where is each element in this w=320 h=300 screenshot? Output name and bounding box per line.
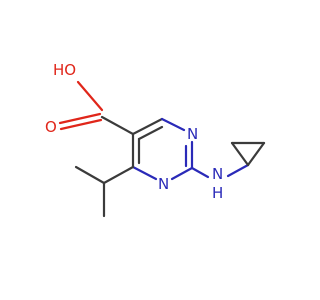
bond-nh-cyclopropyl <box>226 163 250 178</box>
bond-c2-n3 <box>170 166 194 181</box>
chemical-structure: HO O N N N H <box>45 61 266 218</box>
carbonyl-oxygen-label: O <box>45 118 57 136</box>
bond-c2-nh <box>190 166 210 179</box>
bond-n3-c4 <box>131 165 158 181</box>
bond-ring-isopropyl <box>102 165 135 185</box>
bond-c-o-double-a <box>58 112 102 125</box>
bond-cyclopropyl-2 <box>230 141 250 167</box>
bond-c-o-double-b <box>59 118 103 131</box>
amine-hydrogen-label: H <box>212 184 223 202</box>
amine-nitrogen-label: N <box>212 165 223 183</box>
bond-c5-c6 <box>131 117 164 136</box>
bond-c5-c6-inner <box>137 125 164 141</box>
ring-nitrogen-upper-label: N <box>187 125 198 143</box>
hydroxyl-label: HO <box>53 61 76 79</box>
bond-c6-n1 <box>160 117 186 132</box>
bond-acid-ring <box>100 115 135 136</box>
bond-cyclopropyl-1 <box>246 141 266 167</box>
bond-c-oh <box>76 80 104 112</box>
bond-isopropyl-methyl-left <box>74 165 106 185</box>
ring-nitrogen-lower-label: N <box>158 175 169 193</box>
